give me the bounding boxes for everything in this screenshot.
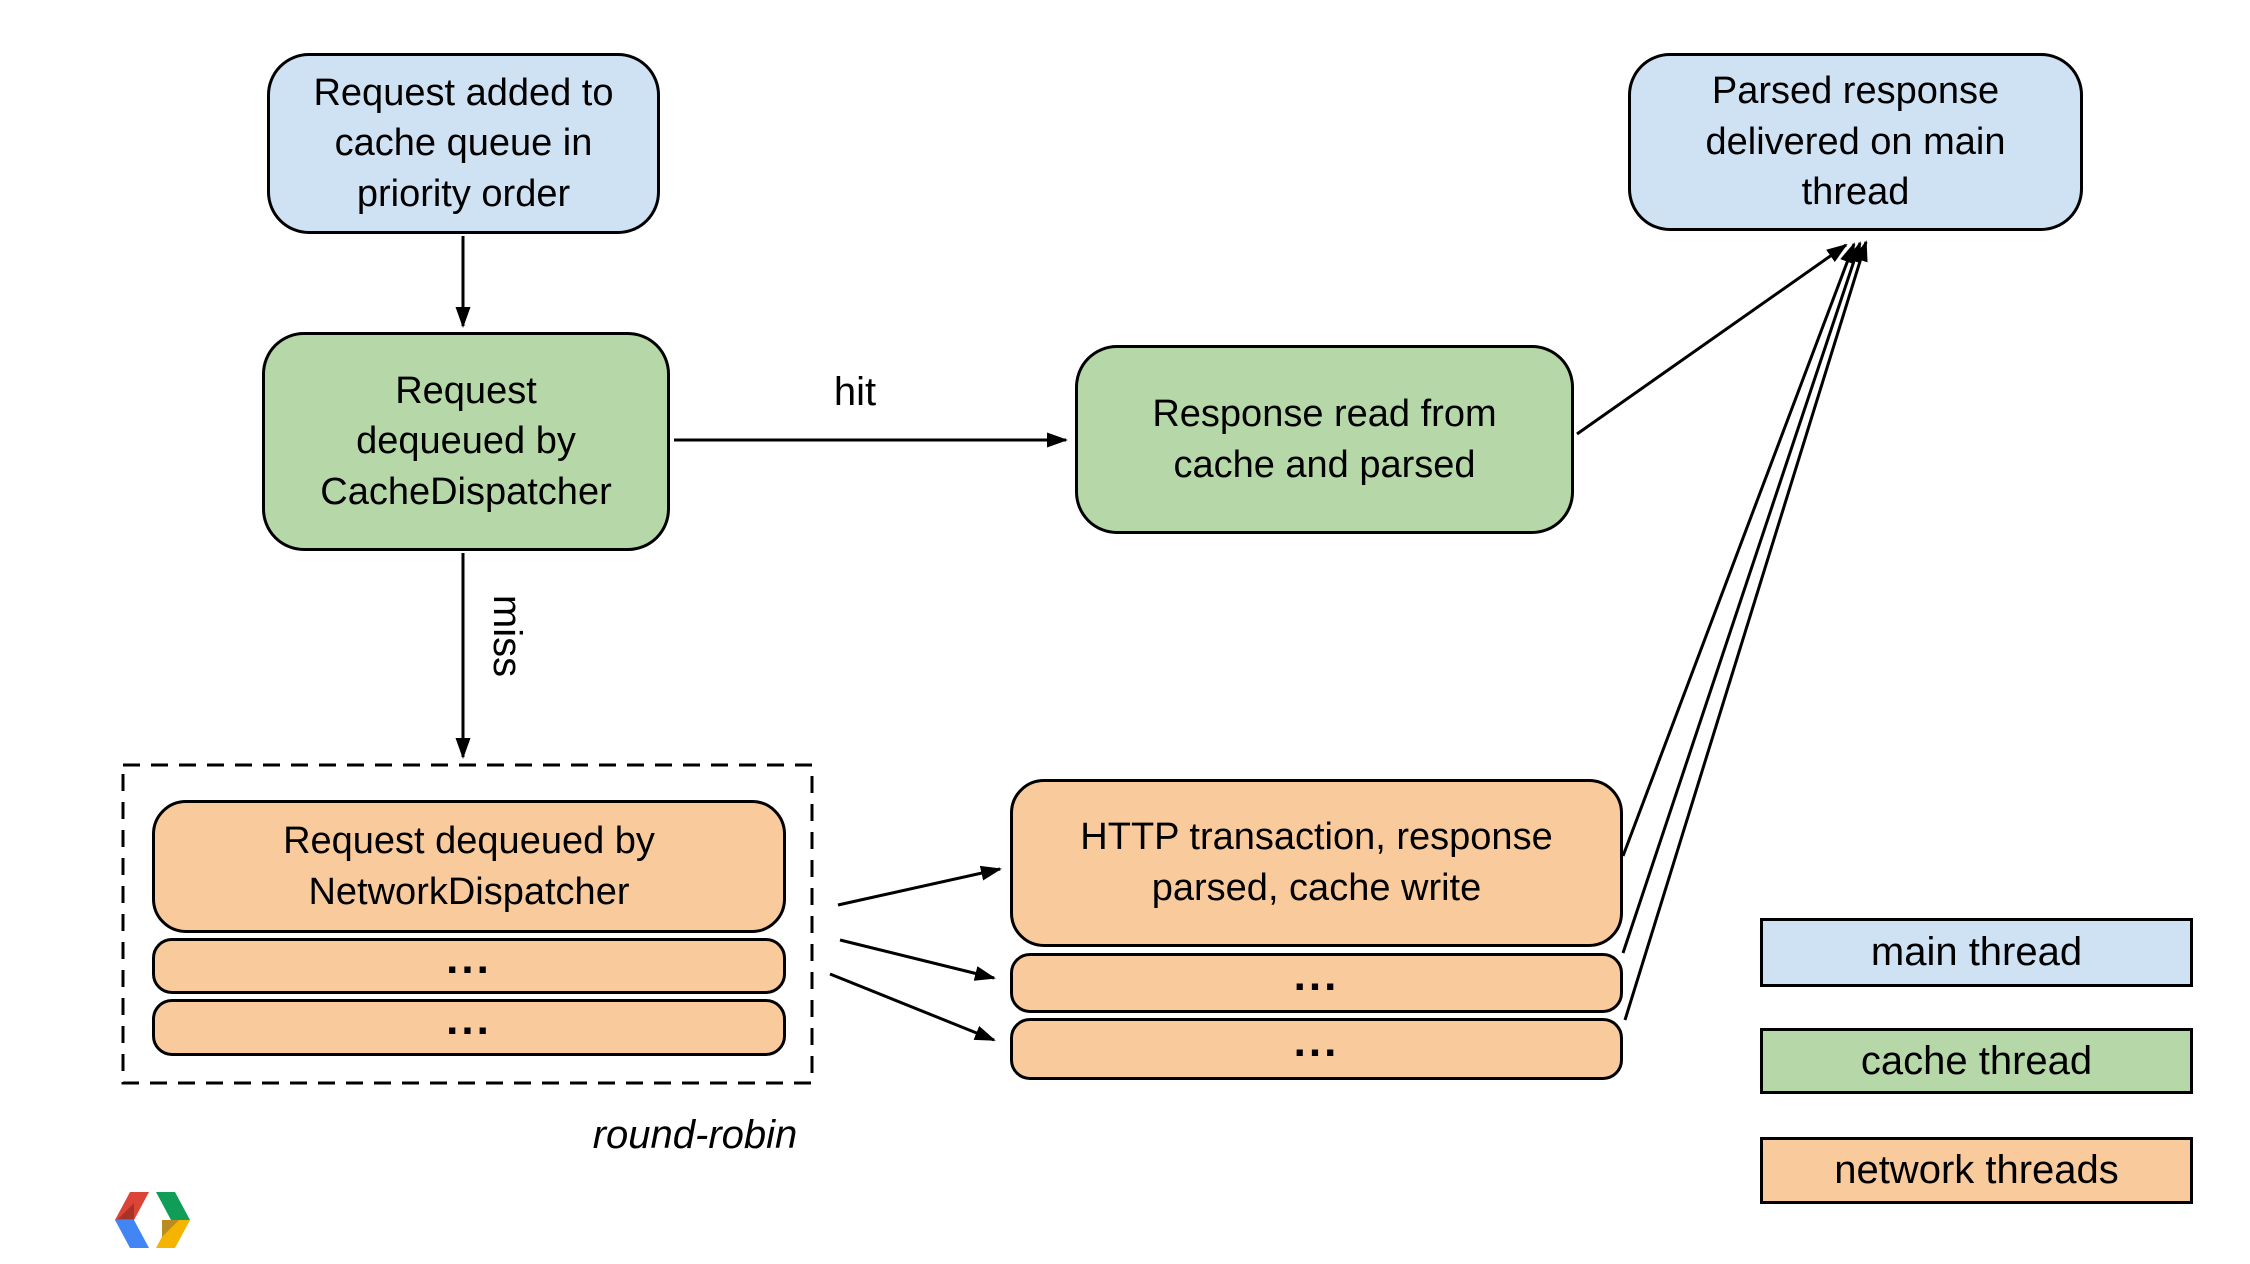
round-robin-group-border (121, 763, 814, 1085)
node-network-dispatcher-ellipsis-2: ... (152, 995, 786, 1056)
legend-cache-thread: cache thread (1760, 1028, 2193, 1094)
node-http-transaction-ellipsis-2: ... (1010, 1017, 1623, 1080)
round-robin-label: round-robin (592, 1113, 798, 1157)
node-http-transaction: HTTP transaction, response parsed, cache… (1010, 779, 1623, 947)
arrow-cache-read-to-delivered (1576, 243, 1848, 436)
node-parsed-delivered: Parsed response delivered on main thread (1628, 53, 2083, 231)
node-cache-dispatcher: Request dequeued by CacheDispatcher (262, 332, 670, 551)
edge-label-hit: hit (833, 370, 877, 414)
arrow-network-to-http-2 (839, 938, 996, 981)
node-request-added: Request added to cache queue in priority… (267, 53, 660, 234)
arrow-http1-to-delivered (1621, 242, 1856, 857)
google-developers-logo-icon (115, 1192, 190, 1248)
arrow-http3-to-delivered (1623, 240, 1868, 1021)
arrow-network-to-http-3 (829, 972, 996, 1042)
legend-main-thread: main thread (1760, 918, 2193, 987)
node-network-dispatcher: Request dequeued by NetworkDispatcher (152, 800, 786, 933)
legend-network-threads: network threads (1760, 1137, 2193, 1204)
node-network-dispatcher-ellipsis-1: ... (152, 934, 786, 994)
edge-label-miss: miss (485, 594, 529, 678)
node-http-transaction-ellipsis-1: ... (1010, 951, 1623, 1013)
arrow-http2-to-delivered (1621, 241, 1862, 954)
node-cache-read: Response read from cache and parsed (1075, 345, 1574, 534)
arrow-network-to-http-1 (837, 865, 1002, 907)
